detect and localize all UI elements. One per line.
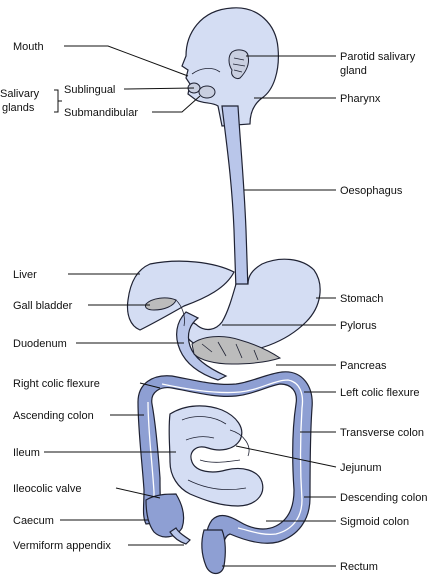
label-mouth: Mouth <box>13 41 44 53</box>
liver <box>126 260 235 331</box>
label-gall-bladder: Gall bladder <box>13 300 73 312</box>
label-parotid-1: Parotid salivary <box>340 51 416 63</box>
label-parotid-2: gland <box>340 65 367 77</box>
label-ileum: Ileum <box>13 447 40 459</box>
label-vermiform-appendix: Vermiform appendix <box>13 540 111 552</box>
duodenum <box>175 299 228 381</box>
oesophagus <box>221 105 249 291</box>
rectum <box>201 529 226 575</box>
submandibular-gland <box>198 85 216 99</box>
label-ileocolic-valve: Ileocolic valve <box>13 483 81 495</box>
label-right-colic-flexure: Right colic flexure <box>13 378 100 390</box>
small-intestine <box>168 405 264 507</box>
label-caecum: Caecum <box>13 515 54 527</box>
label-oesophagus: Oesophagus <box>340 185 403 197</box>
label-descending-colon: Descending colon <box>340 492 427 504</box>
label-liver: Liver <box>13 269 37 281</box>
label-transverse-colon: Transverse colon <box>340 427 424 439</box>
pancreas <box>191 336 282 365</box>
label-pancreas: Pancreas <box>340 360 387 372</box>
gall-bladder <box>145 297 177 311</box>
label-stomach: Stomach <box>340 293 383 305</box>
label-submandibular: Submandibular <box>64 107 138 119</box>
label-left-colic-flexure: Left colic flexure <box>340 387 419 399</box>
vermiform-appendix <box>169 527 191 545</box>
label-pylorus: Pylorus <box>340 320 377 332</box>
label-rectum: Rectum <box>340 561 378 573</box>
labels: Mouth Salivary glands Sublingual Submand… <box>0 41 427 573</box>
caecum <box>145 493 185 538</box>
label-pharynx: Pharynx <box>340 93 381 105</box>
label-sublingual: Sublingual <box>64 84 115 96</box>
leader-lines <box>44 45 337 567</box>
label-salivary-glands-2: glands <box>2 102 35 114</box>
label-salivary-glands-1: Salivary <box>0 88 40 100</box>
label-ascending-colon: Ascending colon <box>13 410 94 422</box>
parotid-gland <box>228 49 249 79</box>
label-sigmoid-colon: Sigmoid colon <box>340 516 409 528</box>
label-jejunum: Jejunum <box>340 462 382 474</box>
label-duodenum: Duodenum <box>13 338 67 350</box>
